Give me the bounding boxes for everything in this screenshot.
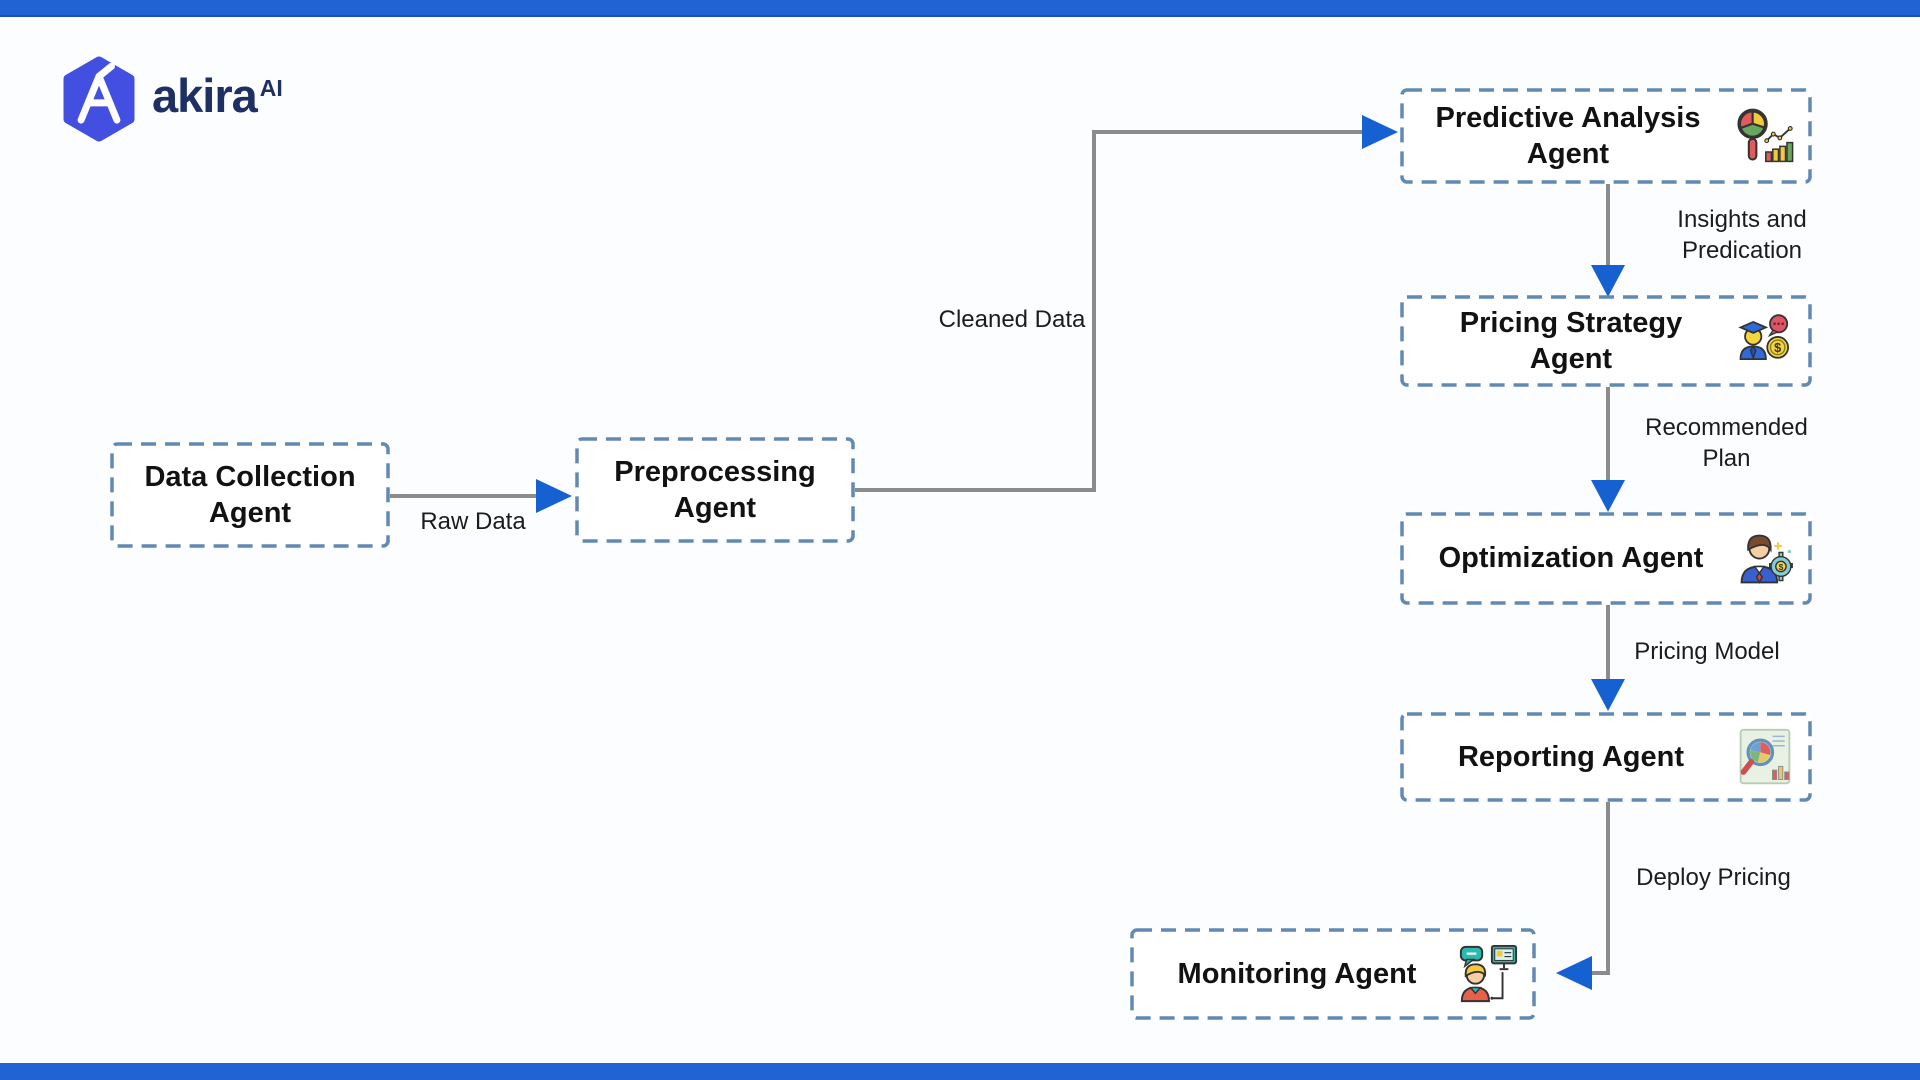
report-magnifier-icon: [1739, 728, 1791, 785]
edge-label-pricing-model: Pricing Model: [1634, 638, 1780, 665]
edge-label-deploy-pricing: Deploy Pricing: [1636, 864, 1791, 891]
edge-label-insights-and-predication: Insights and Predication: [1677, 206, 1807, 265]
arrowhead-down-icon: [1591, 480, 1625, 512]
dashed-border: [575, 437, 855, 543]
dashed-border: [1400, 712, 1812, 802]
brand-superscript: AI: [259, 75, 283, 101]
arrowhead-left-icon: [1556, 956, 1592, 990]
brand-name-text: akira: [152, 69, 258, 122]
node-optimization-agent: Optimization Agent $: [1400, 512, 1812, 605]
node-reporting-agent: Reporting Agent: [1400, 712, 1812, 802]
node-label: Data Collection Agent: [144, 460, 356, 529]
node-label: Monitoring Agent: [1177, 957, 1417, 990]
arrowhead-right-icon: [1362, 115, 1398, 149]
top-accent-bar: [0, 0, 1920, 17]
magnifier-pie-chart-icon: [1737, 108, 1794, 163]
node-label: Pricing Strategy Agent: [1459, 306, 1683, 375]
person-coin-chat-icon: $: [1738, 314, 1790, 361]
hexagon-a-logo-icon: [63, 56, 135, 142]
node-pricing-strategy-agent: Pricing Strategy Agent $: [1400, 295, 1812, 387]
bottom-accent-bar: [0, 1063, 1920, 1080]
node-label: Predictive Analysis Agent: [1435, 101, 1701, 170]
connector-cleaned-data: [855, 130, 1362, 492]
arrowhead-down-icon: [1591, 679, 1625, 711]
dashed-border: [1400, 88, 1812, 184]
person-monitor-chat-icon: [1459, 944, 1518, 1003]
dashed-border: [1130, 928, 1536, 1020]
node-preprocessing-agent: Preprocessing Agent: [575, 437, 855, 543]
edge-label-recommended-plan: Recommended Plan: [1645, 414, 1808, 473]
connector-deploy-pricing: [1592, 802, 1610, 975]
edge-label-cleaned-data: Cleaned Data: [938, 306, 1086, 333]
node-label: Optimization Agent: [1438, 542, 1704, 575]
node-label: Reporting Agent: [1457, 740, 1685, 773]
dashed-border: [110, 442, 390, 548]
dashed-border: [1400, 512, 1812, 605]
gear-currency-glyph: $: [1779, 561, 1784, 571]
arrowhead-right-icon: [536, 479, 572, 513]
node-monitoring-agent: Monitoring Agent: [1130, 928, 1536, 1020]
dashed-border: [1400, 295, 1812, 387]
node-data-collection-agent: Data Collection Agent: [110, 442, 390, 548]
businessman-gear-icon: $: [1740, 534, 1793, 584]
node-predictive-analysis-agent: Predictive Analysis Agent: [1400, 88, 1812, 184]
edge-label-raw-data: Raw Data: [420, 508, 526, 535]
coin-currency-glyph: $: [1774, 341, 1781, 355]
node-label: Preprocessing Agent: [614, 455, 816, 524]
arrowhead-down-icon: [1591, 265, 1625, 297]
